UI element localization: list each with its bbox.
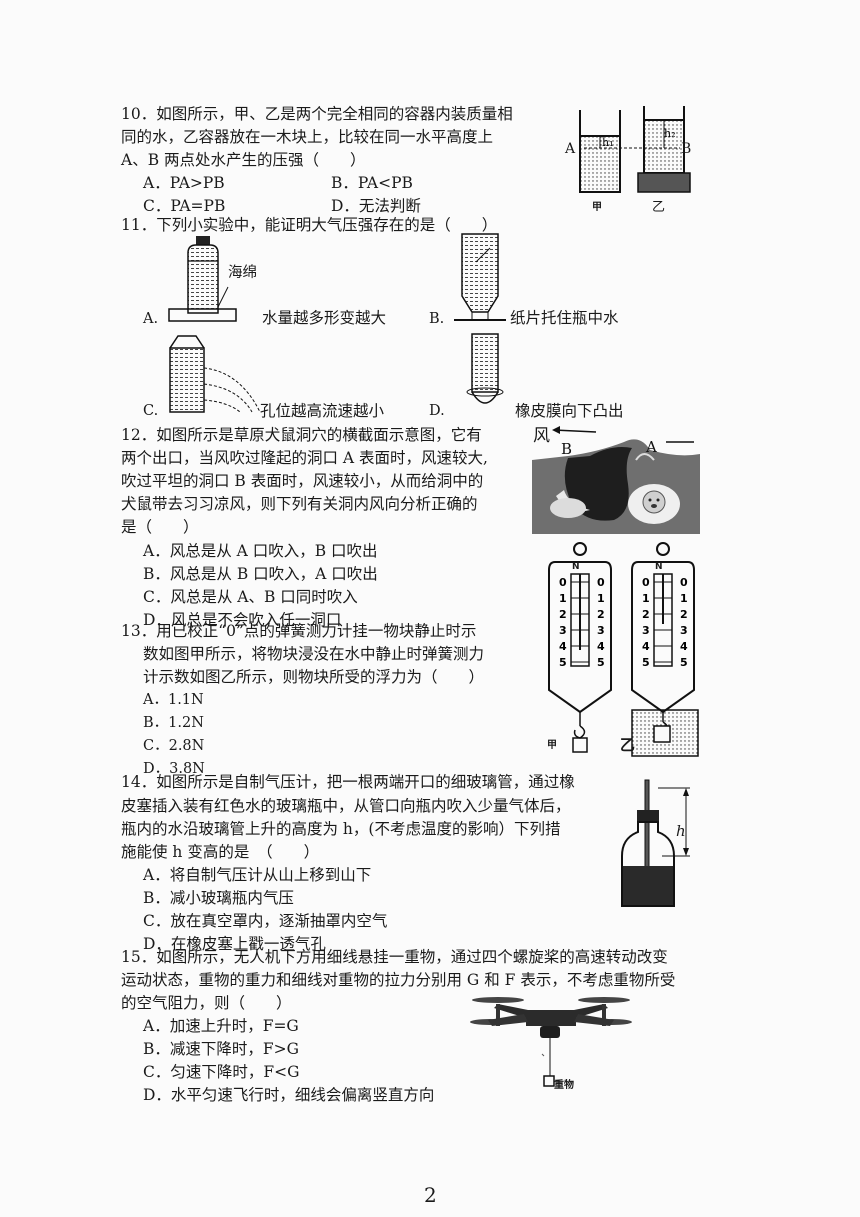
q11-b-inverted-bottle-figure [454,233,506,321]
q12-burrow-figure [532,426,700,534]
q13-option-b: B．1.2N [143,715,204,731]
q11-a-sponge-bottle-figure [168,236,237,322]
svg-text:h₁: h₁ [602,136,614,149]
q11-b-text: 纸片托住瓶中水 [510,309,619,327]
q13-option-d: D．3.8N [143,761,205,777]
scale-tick-label-left: 4 [642,640,650,653]
q11-a-text: 水量越多形变越大 [262,309,387,327]
scale-tick-label-left: 0 [559,576,567,589]
q15-line-2: 运动状态，重物的重力和细线对重物的拉力分别用 G 和 F 表示，不考虑重物所受 [121,971,676,989]
scale-tick-label-left: 1 [559,592,567,605]
q12-option-c: C．风总是从 A、B 口同时吹入 [143,588,358,606]
q10-line-1: 10．如图所示，甲、乙是两个完全相同的容器内装质量相 [121,105,513,123]
q12-line-5: 是（ ） [121,518,199,536]
q14-height-label: h [676,822,686,840]
q11-d-rubber-film-tube-figure [466,333,504,404]
q13-option-c: C．2.8N [143,738,205,754]
scale-tick-label-left: 5 [559,656,567,669]
q12-line-3: 吹过平坦的洞口 B 表面时，风速较小，从而给洞中的 [121,472,484,490]
q10-containers-figure: h₂ h₁ [579,106,691,193]
q15-option-d: D．水平匀速飞行时，细线会偏离竖直方向 [143,1086,435,1104]
q14-option-c: C．放在真空罩内，逐渐抽罩内空气 [143,912,388,930]
q11-a-sponge-label: 海绵 [228,265,257,281]
q15-drone-figure [470,997,632,1087]
q12-line-1: 12．如图所示是草原犬鼠洞穴的横截面示意图，它有 [121,426,482,444]
scale-tick-label-right: 2 [680,608,688,621]
scale-tick-label-right: 4 [680,640,688,653]
q10-option-c: C．PA=PB [143,197,226,215]
q10-option-a: A．PA>PB [143,174,225,192]
q10-option-b: B．PA<PB [331,174,413,192]
q14-line-4: 施能使 h 变高的是 （ ） [121,843,320,861]
q15-option-a: A．加速上升时，F=G [143,1017,299,1035]
q12-option-d: D．风总是不会吹入任一洞口 [143,611,342,629]
q14-barometer-bottle-figure [621,779,690,907]
q10-yi-label: 乙 [652,200,666,215]
q11-d-text: 橡皮膜向下凸出 [515,402,624,420]
q12-hole-b-label: B [561,440,573,458]
q10-point-b-label: B [681,141,692,157]
scale-tick-label-right: 2 [597,608,605,621]
q14-line-3: 瓶内的水沿玻璃管上升的高度为 h，(不考虑温度的影响）下列措 [121,820,561,838]
scale-tick-label-right: 3 [597,624,605,637]
q10-point-a-label: A [565,141,576,157]
q11-c-water-jets-figure [169,335,261,413]
q13-jia-label: 甲 [547,740,557,751]
q14-line-2: 皮塞插入装有红色水的玻璃瓶中，从管口向瓶内吹入少量气体后， [121,797,571,815]
scale-tick-label-left: 2 [642,608,650,621]
q10-line-2: 同的水，乙容器放在一木块上，比较在同一水平高度上 [121,128,494,146]
q13-spring-scale-jia-figure: 0 0 1 1 2 2 3 3 4 4 5 5 [548,542,612,753]
q13-spring-scale-yi-figure: 0 0 1 1 2 2 3 3 4 4 5 5 [631,542,699,757]
q13-yi-label: 乙 [620,736,636,754]
scale-tick-label-left: 3 [559,624,567,637]
q13-option-a: A．1.1N [143,692,204,708]
q14-option-a: A．将自制气压计从山上移到山下 [143,866,372,884]
q15-option-c: C．匀速下降时，F<G [143,1063,300,1081]
scale-tick-label-right: 5 [597,656,605,669]
q12-hole-a-label: A [646,438,657,456]
q12-wind-label: 风 [533,426,550,446]
q11-d-letter: D. [429,403,445,419]
q15-weight-label: 重物 [554,1080,574,1091]
scale-tick-label-right: 0 [680,576,688,589]
scale-tick-label-left: 0 [642,576,650,589]
q13-line-3: 计示数如图乙所示，则物块所受的浮力为（ ） [143,668,485,686]
q13-line-2: 数如图甲所示，将物块浸没在水中静止时弹簧测力 [143,645,485,663]
q14-option-d: D．在橡皮塞上戳一透气孔 [143,935,326,953]
q10-option-d: D．无法判断 [331,197,421,215]
scale-tick-label-right: 1 [597,592,605,605]
scale-tick-label-left: 5 [642,656,650,669]
q12-option-a: A．风总是从 A 口吹入，B 口吹出 [143,542,378,560]
q12-option-b: B．风总是从 B 口吹入，A 口吹出 [143,565,378,583]
scale-tick-label-left: 4 [559,640,567,653]
q11-b-letter: B. [429,311,445,327]
q10-line-3: A、B 两点处水产生的压强（ ） [121,151,366,169]
scale-tick-label-right: 4 [597,640,605,653]
q12-line-4: 犬鼠带去习习凉风，则下列有关洞内风向分析正确的 [121,495,478,513]
scale-tick-label-left: 2 [559,608,567,621]
q14-option-b: B．减小玻璃瓶内气压 [143,889,294,907]
scale-tick-label-right: 5 [680,656,688,669]
q11-c-letter: C. [143,403,159,419]
svg-text:h₂: h₂ [664,127,676,140]
scale-tick-label-right: 3 [680,624,688,637]
q14-line-1: 14．如图所示是自制气压计，把一根两端开口的细玻璃管，通过橡 [121,773,575,791]
q11-stem: 11．下列小实验中，能证明大气压强存在的是（ ） [121,216,498,234]
q11-a-letter: A. [143,311,159,327]
q12-line-2: 两个出口，当风吹过隆起的洞口 A 表面时，风速较大, [121,449,488,467]
q15-line-3: 的空气阻力，则（ ） [121,994,292,1012]
q13-jia-unit-label: N [572,562,580,572]
q11-c-text: 孔位越高流速越小 [260,402,385,420]
q15-line-1: 15．如图所示，无人机下方用细线悬挂一重物，通过四个螺旋桨的高速转动改变 [121,948,668,966]
scale-tick-label-right: 0 [597,576,605,589]
scale-tick-label-left: 3 [642,624,650,637]
scale-tick-label-right: 1 [680,592,688,605]
scale-tick-label-left: 1 [642,592,650,605]
page-number: 2 [424,1183,437,1207]
q15-option-b: B．减速下降时，F>G [143,1040,300,1058]
q10-jia-label: 甲 [592,202,602,213]
q13-yi-unit-label: N [655,562,663,572]
q13-line-1: 13．用已校正“0”点的弹簧测力计挂一物块静止时示 [121,622,477,640]
